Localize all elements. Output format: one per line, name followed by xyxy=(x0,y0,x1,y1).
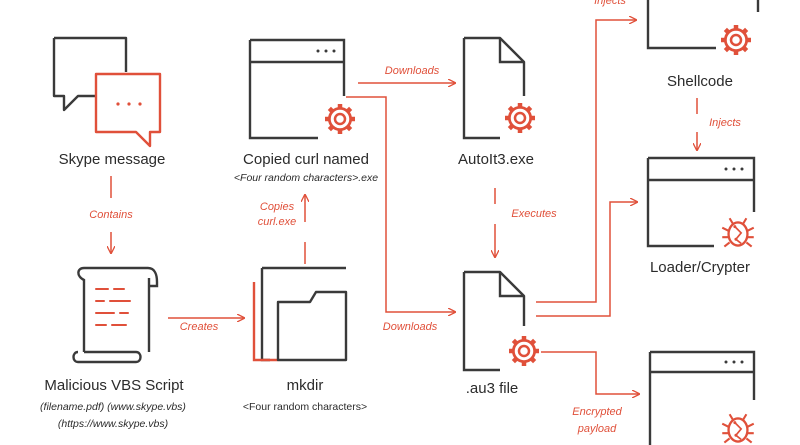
edge-copies-label-line2: curl.exe xyxy=(257,216,297,228)
shellcode-window-icon xyxy=(646,0,760,55)
edge-downloads-bottom-label: Downloads xyxy=(382,321,438,333)
mkdir-sublabel: <Four random characters> xyxy=(242,401,368,413)
edge-contains-label: Contains xyxy=(89,209,133,221)
window-icon xyxy=(248,38,355,140)
au3-file-label: .au3 file xyxy=(465,380,519,397)
mkdir-label: mkdir xyxy=(286,377,324,394)
edge-injects-label: Injects xyxy=(709,117,741,129)
vbs-script-filenames: (filename.pdf) (www.skype.vbs) xyxy=(40,401,186,413)
edge-downloads-bottom-arrow xyxy=(346,96,455,312)
shellcode-label: Shellcode xyxy=(667,73,733,90)
autoit-label: AutoIt3.exe xyxy=(458,151,534,168)
edge-executes-label: Executes xyxy=(511,208,557,220)
edge-copies-label-line1: Copies xyxy=(259,201,295,213)
edge-downloads-top-label: Downloads xyxy=(384,65,440,77)
skype-message-label: Skype message xyxy=(58,151,166,168)
exe-file-icon xyxy=(462,36,535,140)
edge-encrypted-label-line2: payload xyxy=(577,423,617,435)
loader-crypter-label: Loader/Crypter xyxy=(649,259,751,276)
edge-injects-top-arrow xyxy=(536,20,636,303)
edge-creates-label: Creates xyxy=(179,321,219,333)
vbs-script-url: (https://www.skype.vbs) xyxy=(57,418,169,430)
loader-window-icon xyxy=(646,156,756,248)
folder-icon xyxy=(252,266,348,362)
curl-copy-sublabel: <Four random characters>.exe xyxy=(233,172,379,184)
curl-copy-label: Copied curl named xyxy=(243,151,369,168)
script-file-icon xyxy=(462,270,539,372)
script-scroll-icon xyxy=(72,266,159,364)
payload-window-icon xyxy=(648,350,756,445)
edge-au3-loader-arrow xyxy=(536,202,637,317)
edge-encrypted-label-line1: Encrypted xyxy=(572,406,622,418)
edge-injects-top-label: Injects xyxy=(594,0,626,7)
vbs-script-label: Malicious VBS Script xyxy=(44,377,184,394)
chat-bubbles-icon xyxy=(52,36,162,148)
edge-encrypted-arrow xyxy=(541,351,639,394)
